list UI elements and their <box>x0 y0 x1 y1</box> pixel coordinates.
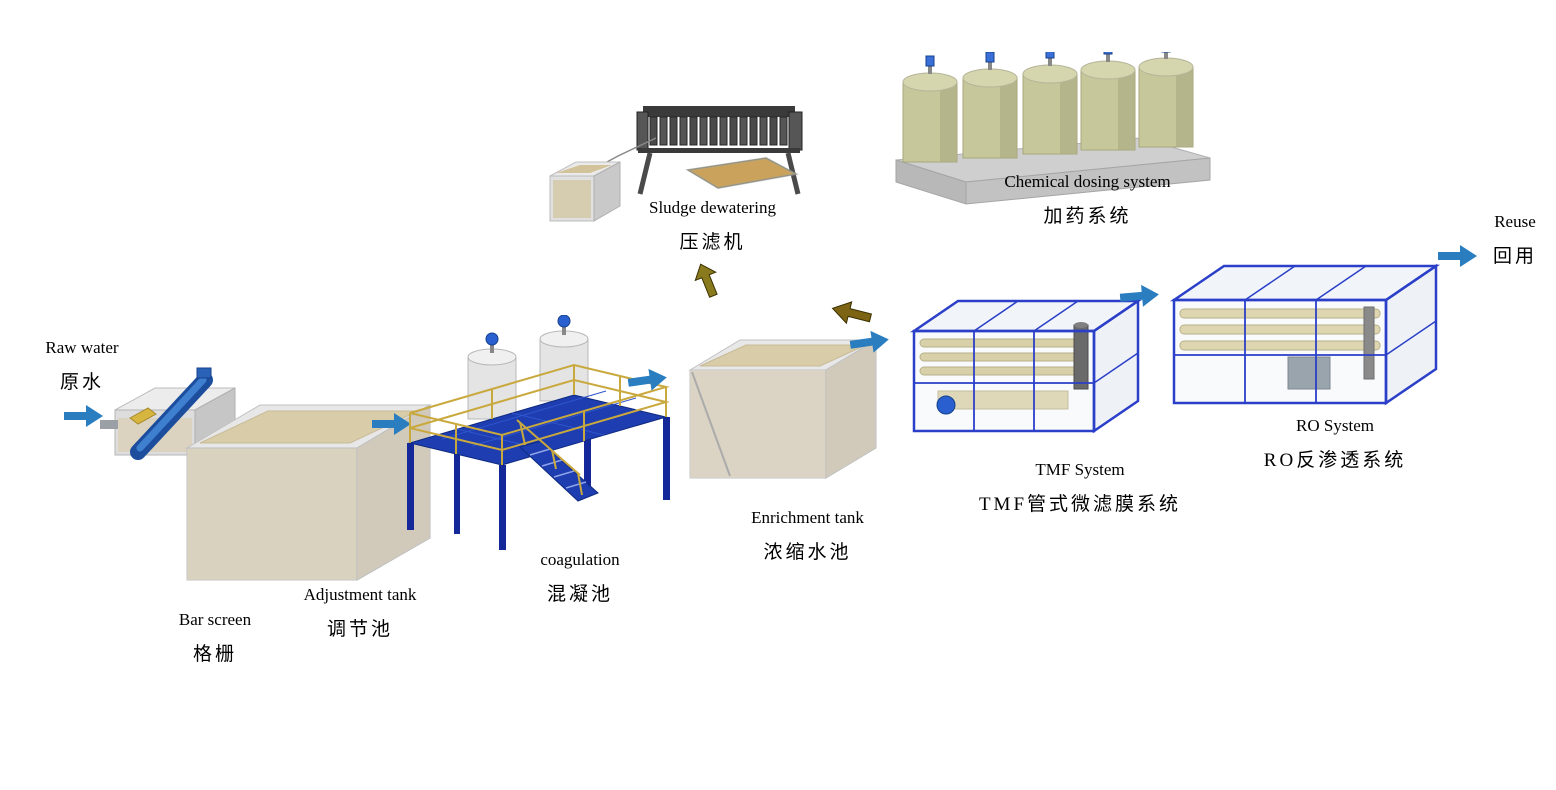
reuse-label-en: Reuse <box>1494 212 1536 231</box>
enrichment-tank-body <box>688 339 878 479</box>
ro-system-label-zh: RO反渗透系统 <box>1263 450 1407 471</box>
raw-water-label-en: Raw water <box>45 338 119 357</box>
sludge-dewatering-label-zh: 压滤机 <box>679 232 746 253</box>
bar-screen-unit <box>129 367 213 460</box>
tmf-frame <box>909 298 1143 434</box>
raw-water-label-zh: 原水 <box>59 372 104 393</box>
ro-system-label-en: RO System <box>1296 416 1374 435</box>
chemical-dosing-label-en: Chemical dosing system <box>1004 172 1171 191</box>
ro-system-illustration <box>1169 263 1441 406</box>
flow-arrow-enrichment-to-tmf <box>849 330 889 353</box>
adjustment-tank-label: Adjustment tank 调节池 <box>275 585 445 641</box>
coagulation-stairs <box>516 419 599 502</box>
ro-membrane-vessels <box>1179 306 1381 390</box>
flow-arrow-raw-water-to-bar-screen <box>64 405 103 427</box>
sludge-dewatering-label: Sludge dewatering 压滤机 <box>615 198 810 254</box>
adjustment-tank-label-zh: 调节池 <box>326 619 393 640</box>
flow-arrow-ro-to-reuse <box>1438 245 1477 267</box>
tmf-skid-faces <box>914 301 1138 431</box>
chemical-dosing-label: Chemical dosing system 加药系统 <box>970 172 1205 228</box>
reuse-label: Reuse 回用 <box>1470 212 1556 268</box>
enrichment-tank-label-zh: 浓缩水池 <box>763 542 852 563</box>
sludge-dewatering-illustration <box>549 106 803 222</box>
ro-system-label: RO System RO反渗透系统 <box>1230 416 1440 472</box>
tmf-system-illustration <box>909 298 1143 434</box>
enrichment-tank-label: Enrichment tank 浓缩水池 <box>720 508 895 564</box>
adjustment-tank-label-en: Adjustment tank <box>303 585 417 604</box>
coagulation-label-zh: 混凝池 <box>546 584 613 605</box>
flow-arrow-enrichment-to-sludge <box>694 263 718 298</box>
tmf-system-label-zh: TMF管式微滤膜系统 <box>978 494 1182 515</box>
chemical-dosing-label-zh: 加药系统 <box>1043 206 1132 227</box>
coagulation-railings <box>409 363 670 465</box>
bar-screen-label-en: Bar screen <box>178 610 252 629</box>
filter-press-machine <box>636 106 803 195</box>
sludge-dewatering-label-en: Sludge dewatering <box>649 198 776 217</box>
coagulation-legs <box>407 406 670 550</box>
coagulation-label: coagulation 混凝池 <box>500 550 660 606</box>
flow-arrow-tmf-to-ro <box>1119 284 1159 307</box>
coagulation-illustration <box>407 315 670 550</box>
coagulation-label-en: coagulation <box>540 550 620 569</box>
enrichment-tank-label-en: Enrichment tank <box>751 508 864 527</box>
sludge-collection-box <box>549 137 657 222</box>
flow-arrow-coagulation-to-enrichment <box>627 368 667 391</box>
bar-screen-channel <box>100 387 236 456</box>
raw-water-label: Raw water 原水 <box>22 338 142 394</box>
coagulation-platform-deck <box>408 390 668 466</box>
bar-screen-label: Bar screen 格栅 <box>140 610 290 666</box>
flow-arrow-adjustment-to-coagulation <box>372 413 411 435</box>
flow-arrow-tmf-to-enrichment <box>831 301 872 325</box>
bar-screen-label-zh: 格栅 <box>192 644 237 665</box>
tmf-membrane-tubes <box>919 322 1089 415</box>
ro-frame <box>1169 263 1441 406</box>
reuse-label-zh: 回用 <box>1492 246 1537 267</box>
tmf-system-label-en: TMF System <box>1035 460 1125 479</box>
enrichment-tank-illustration <box>688 339 878 479</box>
dosing-tanks <box>902 52 1194 163</box>
bar-screen-illustration <box>100 367 236 460</box>
tmf-system-label: TMF System TMF管式微滤膜系统 <box>950 460 1210 516</box>
sludge-tray <box>685 156 800 190</box>
chemical-dosing-illustration <box>895 52 1211 205</box>
